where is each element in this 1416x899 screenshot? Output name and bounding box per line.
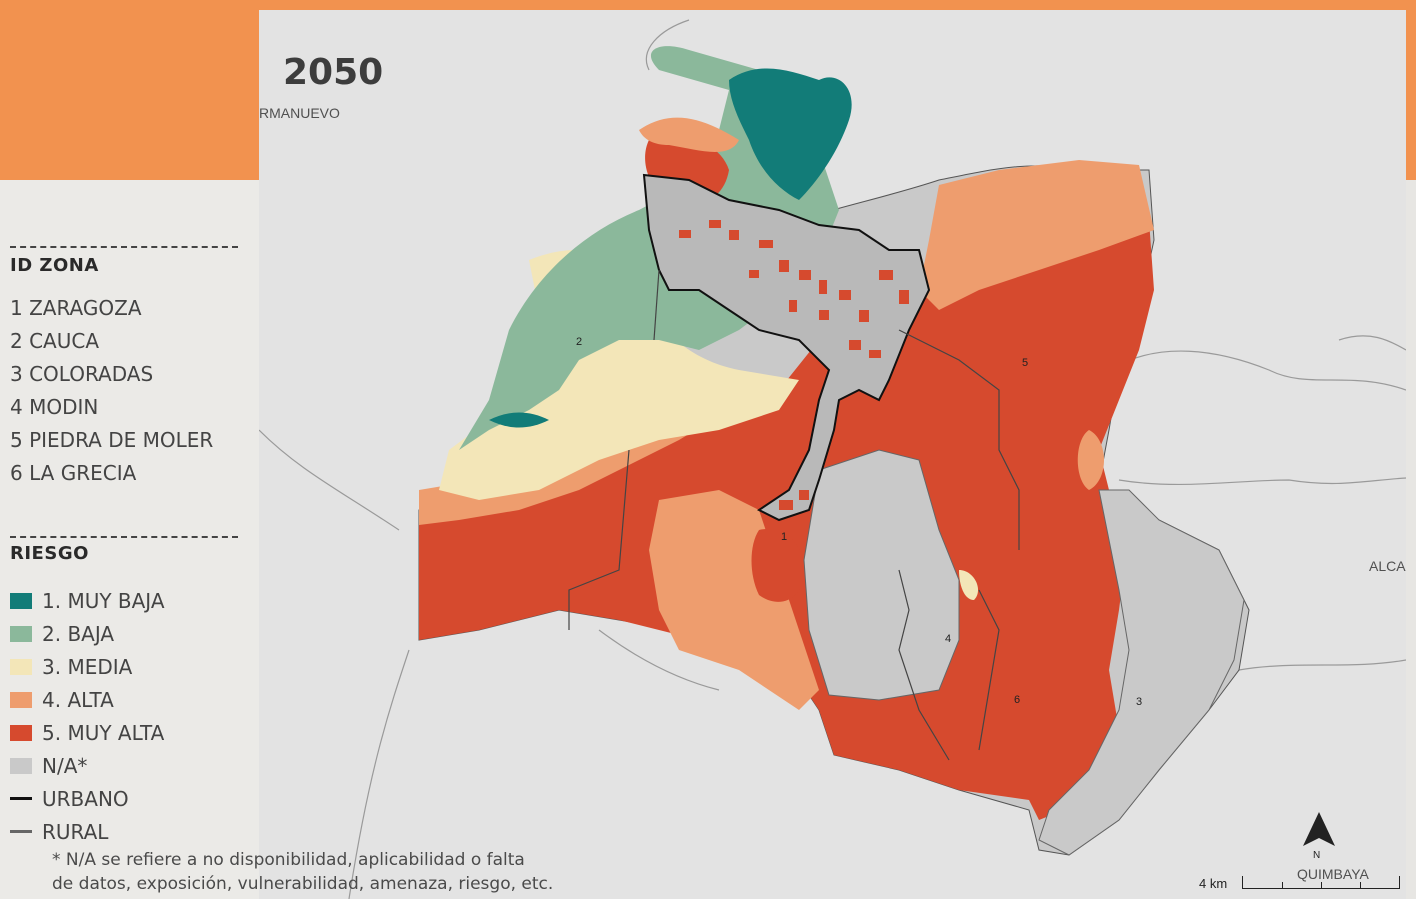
zone-number-1: 1 — [781, 531, 787, 543]
swatch-baja — [10, 625, 32, 642]
map-year-title: 2050 — [283, 52, 384, 93]
north-arrow-icon: N — [1299, 810, 1339, 860]
risk-map[interactable]: 1 2 3 4 5 6 — [259, 10, 1406, 899]
swatch-media — [10, 658, 32, 675]
na-area — [1038, 489, 1245, 856]
risk-legend-title: RIESGO — [10, 543, 89, 564]
muy-alta-area — [751, 529, 804, 602]
zone-legend-item: 5 PIEDRA DE MOLER — [10, 428, 214, 452]
risk-legend-item: 3. MEDIA — [10, 650, 165, 683]
swatch-muy-alta — [10, 724, 32, 741]
alta-area — [1077, 430, 1104, 490]
map-panel[interactable]: 1 2 3 4 5 6 2050 RMANUEVO ALCA QUIMBAYA … — [259, 10, 1406, 899]
media-area — [439, 250, 799, 500]
footnote-line: de datos, exposición, vulnerabilidad, am… — [52, 874, 554, 894]
zone-legend-item: 3 COLORADAS — [10, 362, 154, 386]
line-rural — [10, 830, 32, 833]
swatch-alta — [10, 691, 32, 708]
zone-number-4: 4 — [945, 633, 951, 645]
scale-label: 4 km — [1199, 876, 1228, 891]
footnote-line: * N/A se refiere a no disponibilidad, ap… — [52, 850, 525, 870]
footnote: * N/A se refiere a no disponibilidad, ap… — [52, 848, 553, 896]
zone-legend-item: 6 LA GRECIA — [10, 461, 137, 485]
risk-legend-item: URBANO — [10, 782, 165, 815]
legend-panel — [0, 180, 260, 899]
swatch-muy-baja — [10, 592, 32, 609]
alta-area — [639, 117, 739, 152]
baja-area — [459, 46, 839, 450]
zone-legend-list: 1 ZARAGOZA 2 CAUCA 3 COLORADAS 4 MODIN 5… — [10, 294, 213, 492]
risk-legend-item: N/A* — [10, 749, 165, 782]
zone-boundaries — [568, 269, 1020, 761]
legend-divider — [10, 246, 238, 248]
zone-number-3: 3 — [1136, 696, 1142, 708]
zone-legend-title: ID ZONA — [10, 255, 99, 276]
zone-number-5: 5 — [1022, 357, 1028, 369]
alta-area — [649, 490, 819, 710]
place-label-right: ALCA — [1369, 558, 1406, 574]
line-urbano — [10, 797, 32, 800]
urban-risk-patches — [679, 220, 909, 510]
swatch-na — [10, 757, 32, 774]
alta-area — [919, 160, 1154, 310]
muy-baja-area — [729, 68, 852, 200]
scale-bar — [1242, 876, 1400, 889]
muy-baja-area — [489, 412, 549, 428]
zone-number-2: 2 — [576, 336, 582, 348]
na-area — [803, 449, 960, 701]
zone-legend-item: 2 CAUCA — [10, 329, 100, 353]
risk-legend-item: 1. MUY BAJA — [10, 584, 165, 617]
risk-legend-item: 4. ALTA — [10, 683, 165, 716]
media-area — [959, 570, 979, 600]
zone-legend-item: 4 MODIN — [10, 395, 99, 419]
legend-divider — [10, 536, 238, 538]
zone-number-6: 6 — [1014, 694, 1020, 706]
urban-boundary — [642, 173, 931, 522]
rural-boundaries — [259, 19, 1406, 899]
zone-number-labels: 1 2 3 4 5 6 — [576, 336, 1142, 708]
risk-legend-item: 5. MUY ALTA — [10, 716, 165, 749]
zone-legend-item: 1 ZARAGOZA — [10, 296, 142, 320]
risk-legend-list: 1. MUY BAJA 2. BAJA 3. MEDIA 4. ALTA 5. … — [10, 584, 165, 848]
place-label-bottom-right: QUIMBAYA — [1297, 866, 1369, 882]
muy-alta-area — [419, 220, 1154, 820]
risk-legend-item: RURAL — [10, 815, 165, 848]
place-label-left: RMANUEVO — [259, 105, 340, 121]
north-label: N — [1313, 850, 1320, 860]
risk-legend-item: 2. BAJA — [10, 617, 165, 650]
